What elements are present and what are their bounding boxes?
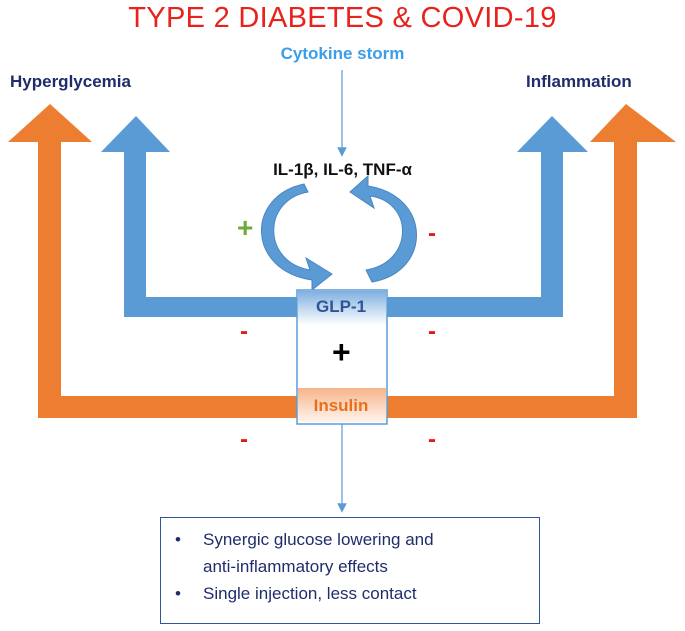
insulin-pathway bbox=[8, 104, 676, 418]
inflammation-arrowhead-orange bbox=[590, 104, 676, 142]
insulin-cell bbox=[298, 388, 386, 422]
insulin-label: Insulin bbox=[313, 396, 369, 415]
bullet-icon: • bbox=[175, 584, 181, 603]
hyperglycemia-arrowhead-orange bbox=[8, 104, 92, 142]
inflammation-arrowhead-blue bbox=[517, 116, 588, 152]
positive-loop-arrow bbox=[261, 183, 333, 292]
glp1-cell bbox=[298, 291, 386, 325]
glp1-pathway bbox=[101, 116, 588, 317]
benefit-item: • Single injection, less contact bbox=[175, 580, 529, 607]
negative-loop-arrow bbox=[349, 174, 417, 283]
cytokines-label: IL-1β, IL-6, TNF-α bbox=[273, 160, 412, 179]
insulin-inflammation-minus: - bbox=[428, 426, 436, 453]
glp1-inflammation-minus: - bbox=[428, 318, 436, 345]
positive-loop-sign: + bbox=[237, 212, 254, 243]
benefit-item: • Synergic glucose lowering and anti-inf… bbox=[175, 526, 529, 580]
diagram-title: TYPE 2 DIABETES & COVID-19 bbox=[128, 2, 557, 34]
hyperglycemia-label: Hyperglycemia bbox=[10, 72, 131, 91]
insulin-hyperglycemia-minus: - bbox=[240, 426, 248, 453]
benefit-text: Synergic glucose lowering and bbox=[203, 530, 434, 549]
benefit-text-continued: anti-inflammatory effects bbox=[203, 557, 388, 576]
bullet-icon: • bbox=[175, 530, 181, 549]
cytokine-storm-label: Cytokine storm bbox=[280, 44, 405, 63]
glp1-hyperglycemia-minus: - bbox=[240, 318, 248, 345]
hyperglycemia-arrowhead-blue bbox=[101, 116, 170, 152]
feedback-loop bbox=[261, 174, 417, 292]
negative-loop-sign: - bbox=[428, 220, 436, 247]
drug-box bbox=[296, 289, 388, 425]
inflammation-label: Inflammation bbox=[526, 72, 632, 91]
benefits-box: • Synergic glucose lowering and anti-inf… bbox=[160, 517, 540, 624]
glp1-label: GLP-1 bbox=[315, 297, 367, 316]
benefit-text: Single injection, less contact bbox=[203, 584, 417, 603]
combination-plus-sign: + bbox=[332, 334, 351, 370]
